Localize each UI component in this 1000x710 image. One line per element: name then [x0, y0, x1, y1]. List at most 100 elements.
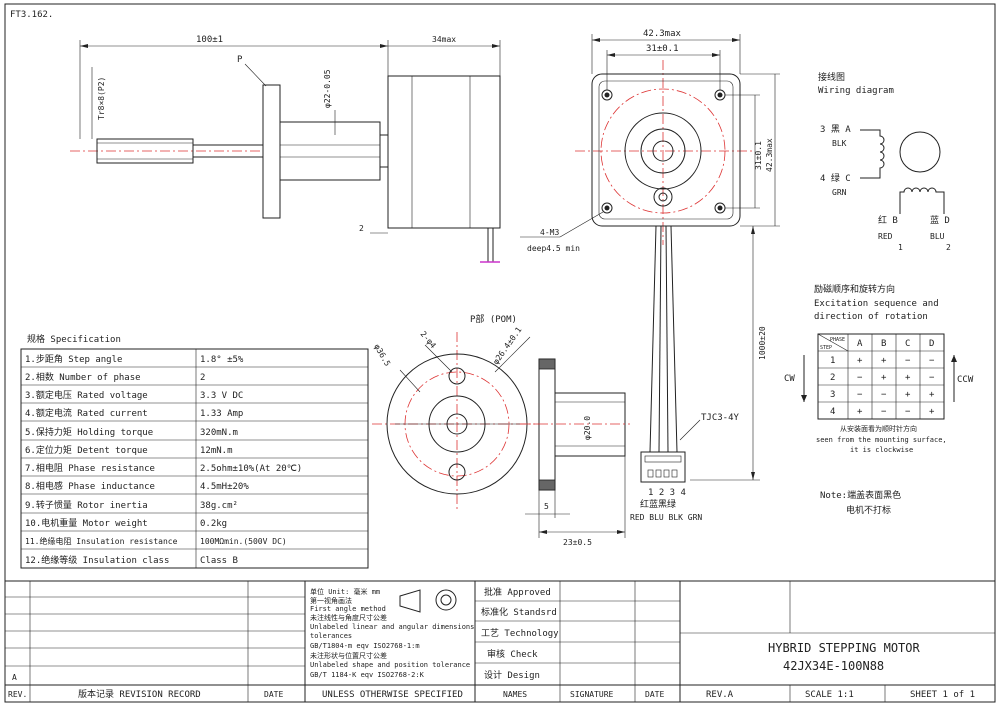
excitation-note-en1: seen from the mounting surface, [816, 436, 947, 444]
dim-body-width: 42.3max [643, 29, 682, 39]
sheet-border [4, 3, 996, 703]
row-cell: + [929, 407, 935, 417]
row-cell: + [857, 407, 863, 417]
p-part-title: P部 (POM) [470, 313, 517, 325]
unless-header: UNLESS OTHERWISE SPECIFIED [322, 690, 463, 700]
row-cell: + [929, 390, 935, 400]
header-c: C [905, 339, 910, 349]
nut-body [279, 121, 381, 181]
row-cell: + [881, 356, 887, 366]
signature-header: SIGNATURE [570, 690, 614, 699]
pin-colors-cn: 红蓝黑绿 [640, 498, 676, 510]
names-header: NAMES [503, 690, 527, 699]
row-cell: − [929, 356, 935, 366]
wire-a: 3 黑 A [820, 124, 851, 135]
sheet-number: SHEET 1 of 1 [910, 690, 975, 700]
spec-title: 规格 Specification [27, 333, 121, 345]
dim-flange-bore: φ20.0 [583, 416, 592, 440]
note-line1: Note:端盖表面黑色 [820, 489, 901, 501]
dim-body-length: 34max [432, 35, 456, 44]
wiring-title-en: Wiring diagram [818, 86, 894, 96]
pin-colors-en: RED BLU BLK GRN [630, 513, 702, 522]
label-hole-depth: deep4.5 min [527, 244, 580, 253]
dim-body-height: 42.3max [765, 138, 774, 172]
wire-c-color: GRN [832, 188, 847, 197]
rev-a-marker: A [12, 673, 17, 682]
row-step: 2 [830, 373, 835, 383]
spec-value: 12mN.m [200, 446, 233, 456]
dim-flange-pcd: φ26.4±0.1 [491, 325, 523, 366]
date-header: DATE [264, 690, 283, 699]
standard-label: 标准化 Standsrd [481, 606, 557, 618]
spec-value: 3.3 V DC [200, 391, 243, 401]
spec-label: 4.额定电流 Rated current [25, 407, 148, 419]
rotor-symbol [899, 131, 941, 173]
technology-label: 工艺 Technology [481, 628, 559, 639]
spec-label: 6.定位力矩 Detent torque [25, 444, 148, 456]
wire-b-color: RED [878, 232, 893, 241]
spec-label: 11.绝缘电阻 Insulation resistance [25, 536, 178, 546]
date2-header: DATE [645, 690, 664, 699]
row-cell: − [881, 407, 887, 417]
spec-table: 规格 Specification 1.步距角 Step angle 1.8° ±… [20, 333, 369, 569]
mount-hole-bl [601, 202, 613, 214]
tol-line: GB/T1804-m eqv ISO2768-1:m [310, 642, 420, 650]
revision-record-header: 版本记录 REVISION RECORD [78, 688, 201, 700]
wire-a-color: BLK [832, 139, 847, 148]
row-step: 4 [830, 407, 835, 417]
wire-d: 蓝 D [930, 214, 950, 226]
wiring-diagram: 接线图 Wiring diagram 3 黑 A BLK 4 绿 C GRN 红… [818, 71, 951, 252]
row-cell: + [881, 373, 887, 383]
wire-d-color: BLU [930, 232, 945, 241]
flange-hole-bottom [448, 463, 466, 481]
model-number: 42JX34E-100N88 [783, 659, 884, 673]
spec-label: 3.额定电压 Rated voltage [25, 389, 148, 401]
spec-label: 9.转子惯量 Rotor inertia [25, 499, 148, 511]
spec-value: 2.5ohm±10%(At 20℃) [200, 464, 302, 474]
check-label: 审核 Check [487, 648, 538, 660]
spec-value: 1.8° ±5% [200, 355, 244, 365]
dim-flange-holes: 2-φ4 [418, 330, 437, 351]
dim-pilot: φ22-0.05 [323, 69, 332, 108]
dim-cable-length: 1000±20 [758, 326, 767, 360]
header-d: D [929, 339, 934, 349]
coil-ac [860, 129, 885, 179]
dim-shaft-length: 100±1 [196, 35, 223, 45]
excitation-title-cn: 励磁顺序和旋转方向 [814, 283, 895, 295]
spec-value: 4.5mH±20% [200, 482, 249, 492]
row-cell: + [905, 390, 911, 400]
row-cell: − [905, 356, 911, 366]
dim-flange-thk: 5 [544, 502, 549, 511]
row-cell: − [857, 390, 863, 400]
corner-step: STEP [820, 345, 832, 351]
header-b: B [881, 339, 886, 349]
row-cell: − [857, 373, 863, 383]
motor-body [387, 75, 501, 229]
side-view: 100±1 34max Tr8×8(P2) φ22-0.05 P 2 [70, 35, 501, 263]
row-cell: + [857, 356, 863, 366]
label-cw: CW [784, 374, 795, 384]
excitation-note-cn: 从安装面看为顺时针方向 [840, 424, 917, 433]
projection-symbol [399, 589, 421, 613]
label-holes: 4-M3 [540, 228, 559, 237]
row-step: 1 [830, 356, 835, 366]
row-cell: + [905, 373, 911, 383]
excitation-title-en1: Excitation sequence and [814, 299, 939, 309]
dim-flange-length: 23±0.5 [563, 538, 592, 547]
tol-line: 单位 Unit: 毫米 mm [310, 587, 380, 596]
tol-line: GB/T 1184-K eqv ISO2768-2:K [310, 671, 425, 679]
tol-line: 第一视角画法 [310, 596, 352, 605]
title-block: A REV. 版本记录 REVISION RECORD DATE 单位 Unit… [5, 580, 995, 702]
dim-step: 2 [359, 224, 364, 233]
row-cell: − [881, 390, 887, 400]
spec-value: Class B [200, 556, 238, 566]
front-view: 42.3max 31±0.1 31±0.1 42.3max 4-M3 deep4… [520, 29, 780, 522]
spec-value: 100MΩmin.(500V DC) [200, 537, 287, 546]
rev-value: REV.A [706, 690, 734, 700]
spec-label: 5.保持力矩 Holding torque [25, 426, 153, 438]
spec-value: 0.2kg [200, 519, 227, 529]
spec-label: 10.电机重量 Motor weight [25, 517, 148, 529]
spec-value: 2 [200, 373, 205, 383]
